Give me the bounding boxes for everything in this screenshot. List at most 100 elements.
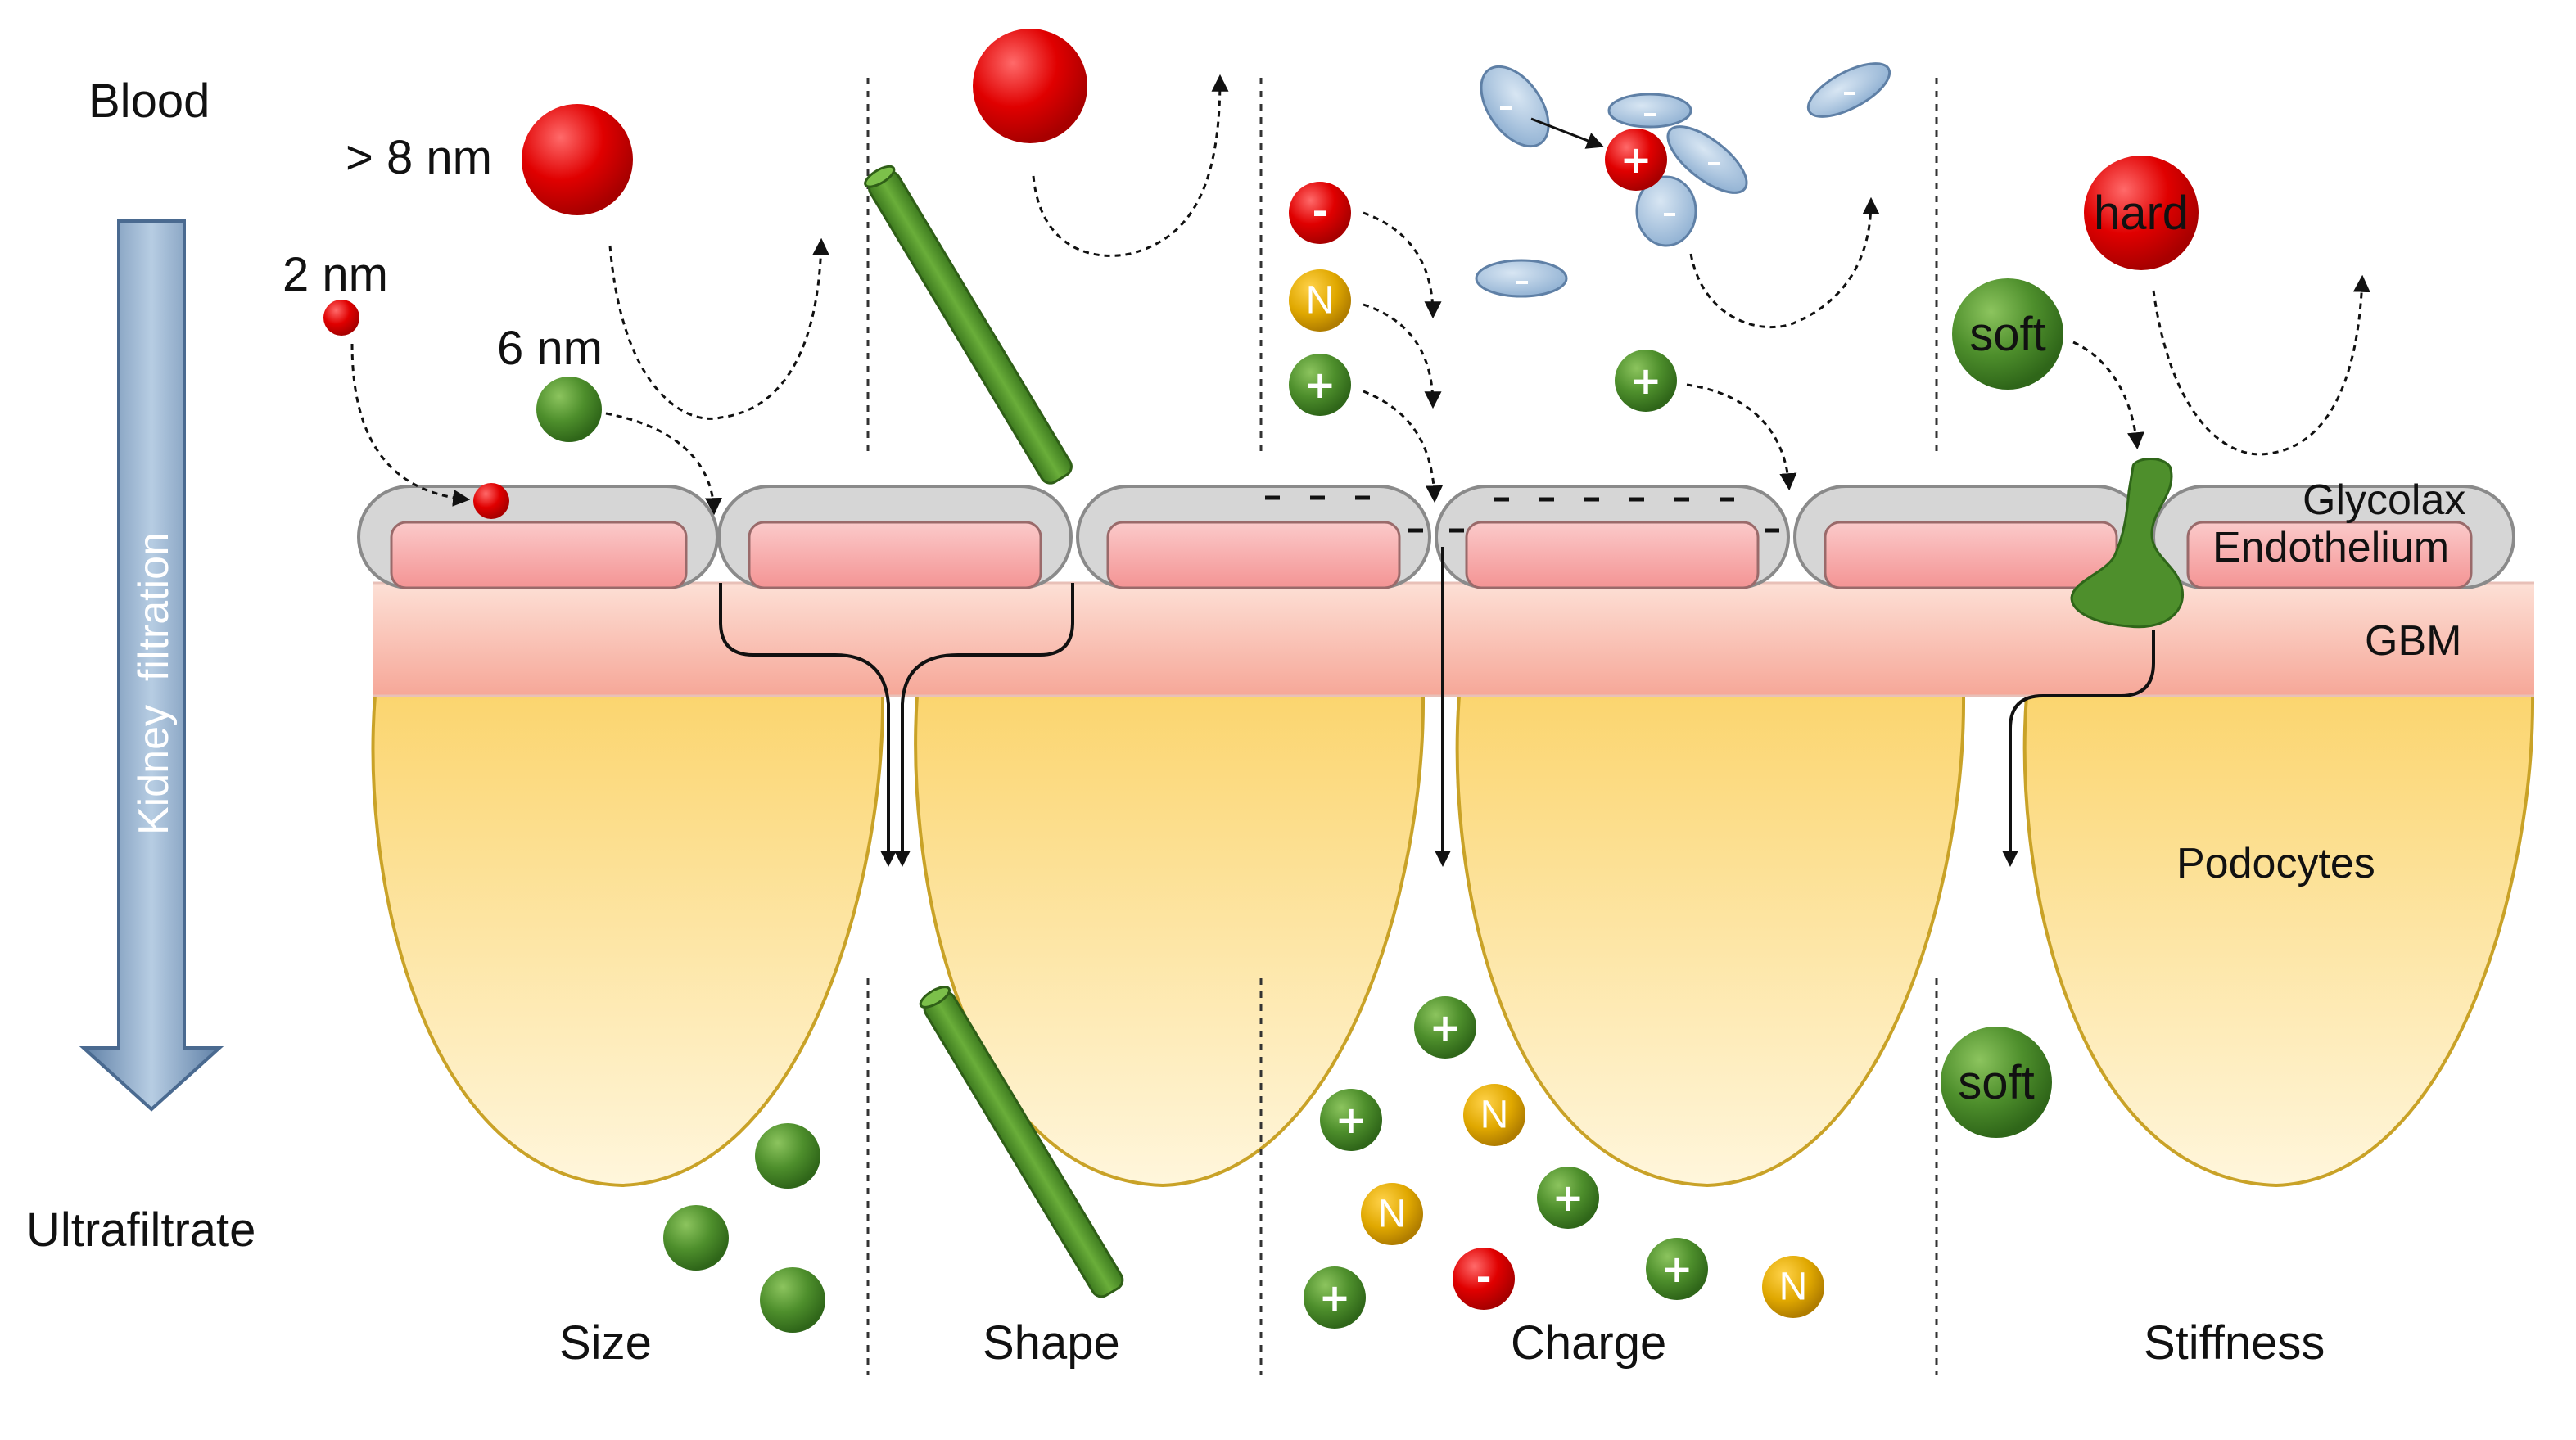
- filtrate-sign-positive-5: +: [1661, 1247, 1693, 1291]
- panel-label-shape: Shape: [983, 1316, 1120, 1370]
- particle-positive-top: [1289, 354, 1351, 416]
- particle-small-red-bound: [473, 483, 509, 519]
- gbm-layer: [373, 583, 2534, 696]
- protein-3: [1666, 125, 1748, 194]
- charge-sign-negative-top: -: [1312, 189, 1327, 233]
- panel-label-charge: Charge: [1511, 1316, 1666, 1370]
- size-small-label: 2 nm: [282, 248, 388, 301]
- filtrate-positive-1: [1414, 996, 1476, 1059]
- rod-particle-top: [864, 165, 1073, 485]
- size-large-label: > 8 nm: [346, 131, 492, 184]
- particle-neutral-top: [1289, 269, 1351, 332]
- filtrate-sign-negative-1: -: [1476, 1255, 1491, 1299]
- podocytes-label: Podocytes: [2176, 840, 2375, 887]
- deformed-soft-particle: [2070, 458, 2185, 629]
- filtration-path-stiffness: [2002, 630, 2155, 867]
- protein-4: [1635, 175, 1697, 247]
- glycolax-label: Glycolax: [2303, 476, 2465, 524]
- charged-positive-red-center: [1605, 129, 1667, 191]
- filtrate-sign-positive-1: +: [1430, 1005, 1462, 1050]
- filtrate-sign-neutral-3: N: [1779, 1266, 1808, 1309]
- endothelial-cell-5: [1824, 521, 2118, 589]
- podocyte-2: [914, 694, 1426, 1188]
- filtrate-sign-positive-2: +: [1335, 1098, 1367, 1142]
- protein-1: [1480, 65, 1550, 148]
- endothelial-cell-4: [1465, 521, 1760, 589]
- filtrate-neutral-2: [1361, 1183, 1423, 1245]
- filtrate-sign-positive-3: +: [1552, 1176, 1584, 1220]
- filtrate-neutral-1: [1463, 1084, 1525, 1146]
- endothelial-cell-1: [390, 521, 688, 589]
- blood-label: Blood: [88, 74, 210, 128]
- filtrate-positive-4: [1304, 1266, 1366, 1329]
- charge-sign-neutral-top: N: [1306, 279, 1335, 323]
- panel-label-size: Size: [559, 1316, 652, 1370]
- protein-minus-signs: [1500, 92, 1855, 284]
- filtered-green-2: [663, 1205, 729, 1271]
- arrow-hard-bounce: [2152, 274, 2370, 456]
- shape-panel: Shape: [864, 29, 1229, 1370]
- kidney-filtration-arrow: Kidney filtration: [79, 219, 224, 1112]
- arrow-medium-to-gap: [605, 412, 722, 516]
- filtrate-positive-5: [1646, 1238, 1708, 1300]
- kidney-filtration-label: Kidney filtration: [130, 532, 178, 835]
- stiffness-panel: hard soft soft Stiffness: [1941, 156, 2370, 1370]
- particle-soft-top: [1952, 278, 2063, 390]
- arrow-negative-path: [1363, 211, 1442, 319]
- podocyte-4: [2022, 694, 2535, 1188]
- filtration-path-left: [719, 583, 897, 867]
- charge-sign-positive-mid: +: [1630, 359, 1662, 403]
- filtrate-sign-positive-4: +: [1319, 1275, 1351, 1320]
- particle-medium-green: [536, 377, 602, 442]
- protein-5: [1806, 62, 1891, 118]
- protein-2: [1607, 93, 1692, 129]
- charge-sign-positive-top: +: [1304, 363, 1336, 407]
- arrow-soft-to-membrane: [2072, 341, 2144, 450]
- arrow-corona-bounce: [1689, 196, 1880, 329]
- soft-label-top: soft: [1969, 308, 2046, 361]
- podocyte-1: [371, 694, 885, 1188]
- ultrafiltrate-label: Ultrafiltrate: [26, 1203, 255, 1257]
- particle-large-red: [522, 104, 633, 215]
- size-panel: > 8 nm 2 nm 6 nm Size: [282, 104, 897, 1370]
- filtration-path-right: [894, 583, 1074, 867]
- panel-dividers: [866, 78, 1938, 1375]
- glycocalyx-negative-charges: [1265, 495, 1779, 533]
- endothelial-cell-2: [748, 521, 1042, 589]
- endothelium-layer: [357, 485, 2515, 589]
- rod-particle-bottom: [919, 986, 1124, 1298]
- particle-small-red: [323, 300, 359, 336]
- filtrate-sign-neutral-1: N: [1480, 1094, 1509, 1137]
- filtrate-negative-1: [1453, 1248, 1515, 1310]
- filtered-green-1: [755, 1123, 820, 1189]
- endothelial-cell-3: [1106, 521, 1401, 589]
- endothelial-cell-6: [2186, 521, 2473, 589]
- endothelium-label: Endothelium: [2212, 524, 2449, 571]
- filtrate-positive-3: [1537, 1167, 1599, 1229]
- particle-soft-bottom: [1941, 1027, 2052, 1138]
- arrow-small-to-membrane: [350, 343, 471, 507]
- podocyte-layer: [371, 694, 2535, 1188]
- particle-hard: [2084, 156, 2199, 270]
- particle-positive-mid: [1615, 350, 1677, 412]
- filtrate-sign-neutral-2: N: [1378, 1193, 1407, 1236]
- arrow-positive-mid-path: [1686, 383, 1797, 491]
- particle-shape-red: [973, 29, 1087, 143]
- particle-negative-top: [1289, 182, 1351, 244]
- filtrate-neutral-3: [1762, 1256, 1824, 1318]
- arrow-neutral-path: [1363, 303, 1442, 409]
- soft-label-bottom: soft: [1958, 1056, 2035, 1109]
- charge-sign-center: +: [1620, 138, 1652, 182]
- podocyte-3: [1455, 694, 1966, 1188]
- filtrate-positive-2: [1320, 1089, 1382, 1151]
- protein-6: [1475, 259, 1568, 298]
- arrow-large-bounce: [608, 237, 830, 420]
- size-medium-label: 6 nm: [497, 322, 603, 375]
- arrow-shape-bounce: [1032, 74, 1229, 257]
- arrow-protein-to-particle: [1530, 117, 1604, 149]
- panel-label-stiffness: Stiffness: [2144, 1316, 2325, 1370]
- hard-label: hard: [2094, 187, 2189, 240]
- filtered-green-3: [760, 1267, 825, 1333]
